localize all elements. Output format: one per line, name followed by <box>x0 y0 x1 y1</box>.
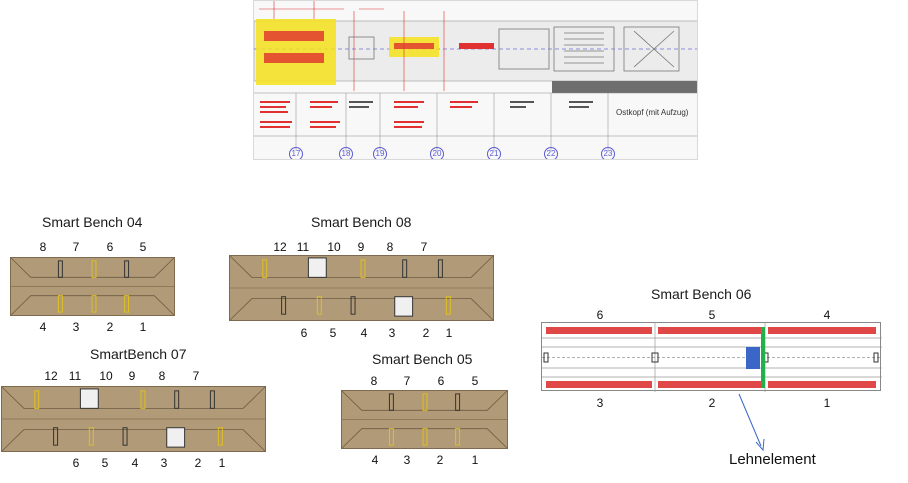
bench-05-plan <box>341 390 508 449</box>
seat-number: 3 <box>596 396 604 410</box>
seat-number: 2 <box>194 456 202 470</box>
seat-number: 4 <box>39 320 47 334</box>
seat-number: 4 <box>823 308 831 322</box>
seat-number: 11 <box>296 240 310 254</box>
axis-number: 17 <box>289 147 303 159</box>
callout-label: Lehnelement <box>729 451 816 468</box>
callout-arrow <box>738 393 765 452</box>
seat-number: 5 <box>139 240 147 254</box>
seat-number: 10 <box>99 369 113 383</box>
seat-number: 3 <box>160 456 168 470</box>
seat-number: 12 <box>273 240 287 254</box>
seat-number: 8 <box>39 240 47 254</box>
seat-number: 3 <box>388 326 396 340</box>
seat-number: 5 <box>471 374 479 388</box>
seat-number: 7 <box>420 240 428 254</box>
bench-05-drawing <box>342 391 507 448</box>
platform-floor-plan: Ostkopf (mit Aufzug) 17 18 19 20 21 22 2… <box>253 0 698 160</box>
bench-04-title: Smart Bench 04 <box>42 214 143 230</box>
bench-07-drawing <box>2 387 265 451</box>
seat-number: 4 <box>360 326 368 340</box>
bench-04-drawing <box>11 258 174 315</box>
seat-number: 1 <box>471 453 479 467</box>
seat-number: 6 <box>106 240 114 254</box>
seat-number: 7 <box>72 240 80 254</box>
seat-number: 4 <box>131 456 139 470</box>
seat-number: 5 <box>101 456 109 470</box>
seat-number: 8 <box>386 240 394 254</box>
seat-number: 3 <box>403 453 411 467</box>
seat-number: 5 <box>708 308 716 322</box>
seat-number: 10 <box>327 240 341 254</box>
seat-number: 8 <box>370 374 378 388</box>
bench-08-title: Smart Bench 08 <box>311 214 412 230</box>
bench-05-title: Smart Bench 05 <box>372 351 473 367</box>
seat-number: 2 <box>708 396 716 410</box>
bench-06-plan <box>541 322 882 392</box>
axis-number: 22 <box>544 147 558 159</box>
bench-06-title: Smart Bench 06 <box>651 286 752 302</box>
axis-number: 21 <box>487 147 501 159</box>
seat-number: 3 <box>72 320 80 334</box>
seat-number: 9 <box>357 240 365 254</box>
seat-number: 2 <box>422 326 430 340</box>
bench-08-plan <box>229 255 494 321</box>
seat-number: 1 <box>445 326 453 340</box>
seat-number: 1 <box>218 456 226 470</box>
axis-number: 19 <box>373 147 387 159</box>
seat-number: 6 <box>300 326 308 340</box>
seat-number: 11 <box>68 369 82 383</box>
seat-number: 1 <box>823 396 831 410</box>
bench-07-plan <box>1 386 266 452</box>
bench-07-title: SmartBench 07 <box>90 346 187 362</box>
seat-number: 9 <box>128 369 136 383</box>
axis-number: 18 <box>339 147 353 159</box>
seat-number: 7 <box>403 374 411 388</box>
seat-number: 2 <box>436 453 444 467</box>
seat-number: 5 <box>329 326 337 340</box>
seat-number: 4 <box>371 453 379 467</box>
seat-number: 6 <box>437 374 445 388</box>
axis-number: 23 <box>601 147 615 159</box>
floor-plan-drawing <box>254 1 697 159</box>
bench-08-drawing <box>230 256 493 320</box>
plan-caption: Ostkopf (mit Aufzug) <box>616 108 689 117</box>
seat-number: 7 <box>192 369 200 383</box>
axis-number: 20 <box>430 147 444 159</box>
seat-number: 2 <box>106 320 114 334</box>
seat-number: 12 <box>44 369 58 383</box>
bench-04-plan <box>10 257 175 316</box>
bench-06-drawing <box>542 323 882 392</box>
seat-number: 8 <box>158 369 166 383</box>
seat-number: 1 <box>139 320 147 334</box>
seat-number: 6 <box>596 308 604 322</box>
seat-number: 6 <box>72 456 80 470</box>
